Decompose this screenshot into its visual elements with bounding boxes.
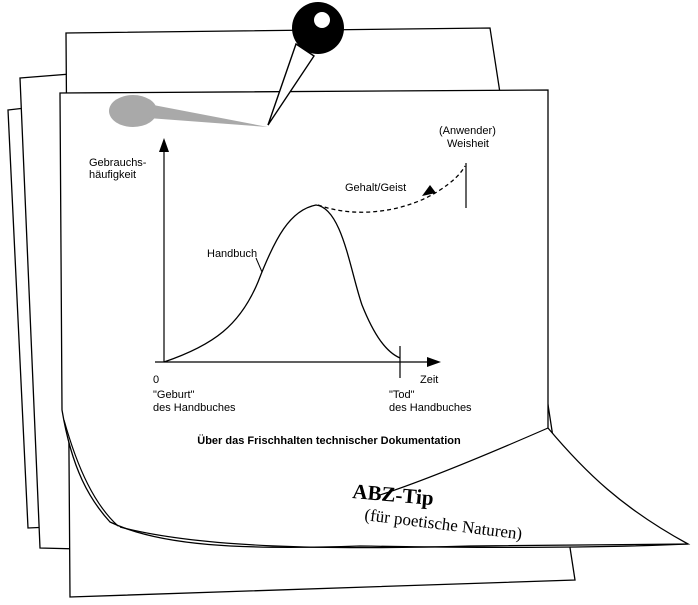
pushpin-icon (267, 2, 344, 126)
content-dashed-curve (317, 165, 466, 213)
origin-label: 0 (153, 374, 159, 386)
content-arrow (422, 185, 436, 196)
curl-shading (63, 419, 689, 549)
blob-tail (148, 104, 268, 127)
x-axis-label: Zeit (420, 374, 438, 386)
birth-label-1: "Geburt" (153, 389, 195, 401)
y-axis-arrow (159, 138, 169, 152)
death-label-1: "Tod" (389, 389, 415, 401)
curl-edge-inner (379, 427, 549, 496)
wisdom-label-2: Weisheit (447, 138, 489, 150)
axes (155, 138, 441, 378)
handbook-label: Handbuch (207, 248, 257, 260)
y-axis-label-1: Gebrauchs- (89, 157, 147, 169)
content-label: Gehalt/Geist (345, 182, 406, 194)
handbook-curve (163, 204, 401, 363)
handbook-leader (255, 257, 263, 273)
curl-edge-lower (63, 419, 119, 527)
y-axis-label-2: häufigkeit (89, 169, 136, 181)
x-axis-arrow (427, 357, 441, 367)
shadow-blob (109, 95, 157, 127)
wisdom-label-1: (Anwender) (439, 125, 496, 137)
curl-underside (119, 526, 689, 549)
birth-label-2: des Handbuches (153, 402, 236, 414)
caption: Über das Frischhalten technischer Dokume… (197, 434, 461, 447)
death-label-2: des Handbuches (389, 402, 472, 414)
front-sheet (59, 89, 691, 548)
